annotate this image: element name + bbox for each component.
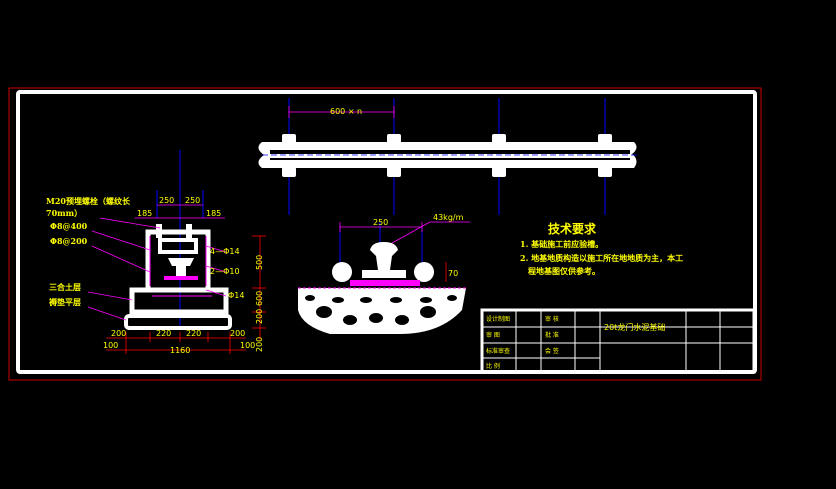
tb-review: 审 核 xyxy=(545,315,559,323)
dim-bot-far-right: 100 xyxy=(240,341,255,350)
tech-item2-cont: 程地基图仅供参考。 xyxy=(528,266,600,276)
outer-frame xyxy=(8,87,762,381)
rebar1-label: 4—Φ14 xyxy=(210,247,240,256)
tb-title: 20t龙门水泥基础 xyxy=(604,322,665,332)
plate1-label: Φ8@400 xyxy=(50,221,88,231)
dim-right-3: 200 xyxy=(255,309,264,324)
tb-standard: 标准审查 xyxy=(486,347,510,355)
section-height-label: 70 xyxy=(448,269,458,278)
rebar3-label: Φ14 xyxy=(228,291,244,300)
dim-top-left: 250 xyxy=(159,196,174,205)
tech-requirements: 技术要求 1. 基础施工前应验槽。 2. 地基地质构造以施工所在地地质为主，本工… xyxy=(520,221,683,276)
rail-type-label: 43kg/m xyxy=(433,213,464,222)
dim-right-4: 200 xyxy=(255,337,264,352)
rail-spacing-label: 600 × n xyxy=(330,107,362,116)
dim-total: 1160 xyxy=(170,346,190,355)
dim-side-right: 185 xyxy=(206,209,221,218)
bolt-note-line1: M20预埋螺栓（螺纹长 xyxy=(46,196,131,206)
rail-cross-section: 250 43kg/m 70 xyxy=(298,213,470,334)
tb-approval: 批 准 xyxy=(545,331,559,339)
dim-right-1: 500 xyxy=(255,255,264,270)
foundation-section: 250 250 185 185 M20预埋螺栓（螺纹长 70mm） Φ8@400… xyxy=(46,150,266,355)
bolt-note-line2: 70mm） xyxy=(46,208,82,218)
inner-border xyxy=(16,90,757,374)
dim-bot-right: 200 xyxy=(230,329,245,338)
cushion-layer-label: 褥垫平层 xyxy=(48,297,81,307)
dim-side-left: 185 xyxy=(137,209,152,218)
tb-ratio: 比 例 xyxy=(486,362,500,370)
dim-bot-far-left: 100 xyxy=(103,341,118,350)
rail-plan-view: 600 × n xyxy=(258,98,638,215)
rebar2-label: 2—Φ10 xyxy=(210,267,240,276)
dim-bot-center-l: 220 xyxy=(156,329,171,338)
soil-layer-label: 三合土层 xyxy=(49,282,81,292)
plate2-label: Φ8@200 xyxy=(50,236,88,246)
tb-designer: 设计制图 xyxy=(486,315,510,323)
dim-bot-center-r: 220 xyxy=(186,329,201,338)
title-block: 设计制图 审 核 审 图 会 签 标准审查 批 准 比 例 20t龙门水泥基础 xyxy=(480,308,756,374)
section-width-label: 250 xyxy=(373,218,388,227)
tech-title: 技术要求 xyxy=(548,221,597,236)
tb-approve2: 会 签 xyxy=(545,347,559,355)
tb-drawing: 审 图 xyxy=(486,331,500,339)
tech-item2: 2. 地基地质构造以施工所在地地质为主，本工 xyxy=(520,253,683,263)
dim-top-right: 250 xyxy=(185,196,200,205)
tech-item1: 1. 基础施工前应验槽。 xyxy=(520,239,603,249)
dim-right-2: 600 xyxy=(255,291,264,306)
dim-bot-left: 200 xyxy=(111,329,126,338)
